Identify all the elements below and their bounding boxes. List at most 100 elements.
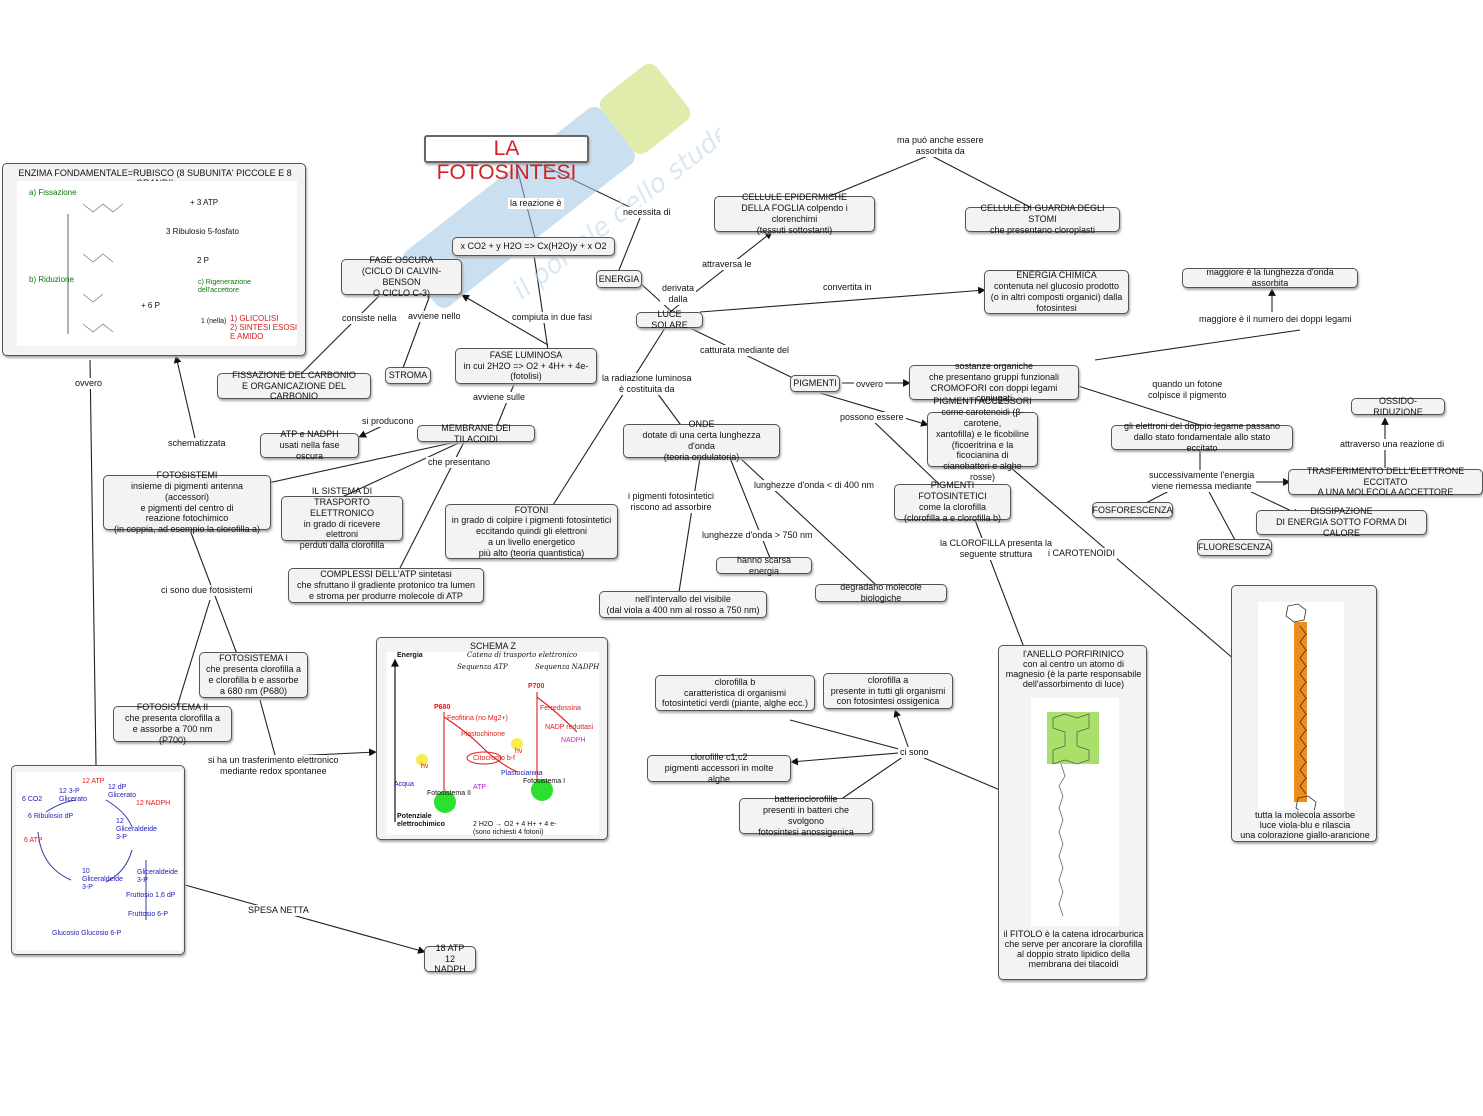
label-spesa: SPESA NETTA — [246, 905, 311, 916]
z-hv1: hν — [421, 763, 428, 771]
label-radiazione: la radiazione luminosa è costituita da — [600, 373, 694, 395]
calvin-molecules — [63, 194, 183, 344]
z-seq-atp: Sequenza ATP — [457, 663, 508, 671]
energia-chimica-node[interactable]: ENERGIA CHIMICA contenuta nel glucosio p… — [984, 270, 1129, 314]
label-consiste: consiste nella — [340, 313, 399, 324]
z-atp: ATP — [473, 784, 486, 792]
fosforescenza-node[interactable]: FOSFORESCENZA — [1092, 502, 1173, 518]
cycle-glucosio: Glucosio Glucosio 6-P — [52, 930, 121, 938]
complessi-atp-node[interactable]: COMPLESSI DELL'ATP sintetasi che sfrutta… — [288, 568, 484, 603]
z-nadph: NADPH — [561, 737, 586, 745]
clorofilla-a-node[interactable]: clorofilla a presente in tutti gli organ… — [823, 673, 953, 709]
cellule-guardia-node[interactable]: CELLULE DI GUARDIA DEGLI STOMI che prese… — [965, 207, 1120, 232]
z-potenziale: Potenziale elettrochimico — [397, 813, 445, 829]
label-ma-puo: ma può anche essere assorbita da — [895, 135, 986, 157]
label-successivamente: successivamente l'energia viene riemessa… — [1147, 470, 1256, 492]
fotoni-node[interactable]: FOTONI in grado di colpire i pigmenti fo… — [445, 504, 618, 559]
luce-solare-node[interactable]: LUCE SOLARE — [636, 312, 703, 328]
label-schematizzata: schematizzata — [166, 438, 228, 449]
label-che-presentano: che presentano — [426, 457, 492, 468]
cycle-fruttosio6: Fruttosio 6-P — [128, 911, 168, 919]
atp-label: + 3 ATP — [190, 198, 218, 207]
ossido-node[interactable]: OSSIDO-RIDUZIONE — [1351, 398, 1445, 415]
z-feofitina: Feofitina (no Mg2+) — [447, 715, 508, 723]
pigmenti-accessori-node[interactable]: PIGMENTI ACCESSORI come carotenoidi (β-c… — [927, 412, 1038, 467]
onde-node[interactable]: ONDE dotate di una certa lunghezza d'ond… — [623, 424, 780, 458]
pigmenti-node[interactable]: PIGMENTI — [790, 375, 840, 392]
fissazione-node[interactable]: FISSAZIONE DEL CARBONIO E ORGANICAZIONE … — [217, 373, 371, 399]
sostanze-node[interactable]: sostanze organiche che presentano gruppi… — [909, 365, 1079, 400]
clorofille-c-node[interactable]: clorofille c1,c2 pigmenti accessori in m… — [647, 755, 791, 782]
elettroni-node[interactable]: gli elettroni del doppio legame passano … — [1111, 425, 1293, 450]
label-maggiore-numero: maggiore è il numero dei doppi legami — [1197, 314, 1354, 325]
label-attraversa: attraversa le — [700, 259, 754, 270]
label-convertita: convertita in — [821, 282, 874, 293]
label-reazione: la reazione è — [508, 198, 564, 209]
label-due-fotosistemi: ci sono due fotosistemi — [159, 585, 255, 596]
label-avviene-sulle: avviene sulle — [471, 392, 527, 403]
pigmenti-fotosintetici-node[interactable]: PIGMENTI FOTOSINTETICI come la clorofill… — [894, 484, 1011, 520]
membrane-node[interactable]: MEMBRANE DEI TILACOIDI — [417, 425, 535, 442]
equation-node[interactable]: x CO2 + y H2O => Cx(H2O)y + x O2 — [452, 237, 615, 256]
chlorophyll-panel: l'ANELLO PORFIRINICO con al centro un at… — [998, 645, 1147, 980]
label-trasferimento-redox: si ha un trasferimento elettronico media… — [206, 755, 341, 777]
degradano-node[interactable]: degradano molecole biologiche — [815, 584, 947, 602]
cycle-nadph12: 12 NADPH — [136, 800, 170, 808]
schema-z-title: SCHEMA Z — [377, 641, 609, 651]
z-seq-nadph: Sequenza NADPH — [535, 663, 599, 671]
clorofilla-b-node[interactable]: clorofilla b caratteristica di organismi… — [655, 675, 815, 711]
cycle-ribulosio: 6 Ribulosio dP — [28, 813, 73, 821]
cycle-atp6: 6 ATP — [24, 837, 43, 845]
nella-label: 1 (nella) — [201, 318, 226, 326]
anello-text: l'ANELLO PORFIRINICO con al centro un at… — [1001, 649, 1146, 689]
fluorescenza-node[interactable]: FLUORESCENZA — [1197, 539, 1272, 556]
label-clorofilla-presenta: la CLOROFILLA presenta la seguente strut… — [938, 538, 1054, 560]
fase-oscura-node[interactable]: FASE OSCURA (CICLO DI CALVIN-BENSON O CI… — [341, 259, 462, 295]
z-energia-label: Energia — [397, 652, 423, 660]
carotene-text: tutta la molecola assorbe luce viola-blu… — [1234, 810, 1376, 840]
trasferimento-node[interactable]: TRASFERIMENTO DELL'ELETTRONE ECCITATO A … — [1288, 469, 1483, 495]
atp-18-node[interactable]: 18 ATP 12 NADPH — [424, 946, 476, 972]
sistema-trasporto-node[interactable]: IL SISTEMA DI TRASPORTO ELETTRONICO in g… — [281, 496, 403, 541]
z-plastocianina: Plastocianina — [501, 770, 543, 778]
schema-z-panel: SCHEMA Z Energia Catena di trasporto ele… — [376, 637, 608, 840]
cycle-glicerato-3p: 12 3-P Glicerato — [59, 788, 87, 804]
energia-node[interactable]: ENERGIA — [596, 270, 642, 288]
label-ovvero-2: ovvero — [73, 378, 104, 389]
label-compiuta: compiuta in due fasi — [510, 312, 594, 323]
batterioclorofille-node[interactable]: batterioclorofille presenti in batteri c… — [739, 798, 873, 834]
z-subtitle: Catena di trasporto elettronico — [467, 651, 577, 659]
label-necessita: necessita di — [621, 207, 673, 218]
dissipazione-node[interactable]: DISSIPAZIONE DI ENERGIA SOTTO FORMA DI C… — [1256, 510, 1427, 535]
cycle-fruttosio16: Fruttosio 1,6 dP — [126, 892, 175, 900]
carotene-molecule — [1258, 602, 1344, 810]
label-possono: possono essere — [838, 412, 906, 423]
stroma-node[interactable]: STROMA — [385, 367, 431, 384]
label-quando: quando un fotone colpisce il pigmento — [1146, 379, 1229, 401]
z-fs2: Fotosistema II — [427, 790, 471, 798]
z-fs1: Fotosistema I — [523, 778, 565, 786]
z-plastochinone: Plastochinone — [461, 731, 505, 739]
cycle-gliceraldeide2: Gliceraldeide 3-P — [137, 869, 178, 885]
cellule-epidermiche-node[interactable]: CELLULE EPIDERMICHE DELLA FOGLIA colpend… — [714, 196, 875, 232]
fotosistema-1-node[interactable]: FOTOSISTEMA I che presenta clorofilla a … — [199, 652, 308, 698]
z-nadp-red: NADP reduttasi — [545, 724, 593, 732]
label-ci-sono: ci sono — [898, 747, 931, 758]
z-acqua: Acqua — [394, 781, 414, 789]
scarsa-energia-node[interactable]: hanno scarsa energia — [716, 557, 812, 574]
lunghezza-onda-node[interactable]: maggiore è la lunghezza d'onda assorbita — [1182, 268, 1358, 288]
atp-nadph-node[interactable]: ATP e NADPH usati nella fase oscura — [260, 433, 359, 458]
label-lunghezze-400: lunghezze d'onda < di 400 nm — [752, 480, 876, 491]
chlorophyll-molecule — [1031, 698, 1119, 926]
calvin-cycle-panel: ENZIMA FONDAMENTALE=RUBISCO (8 SUBUNITA'… — [2, 163, 306, 356]
z-hv2: hν — [515, 748, 522, 756]
z-p680: P680 — [434, 704, 450, 712]
label-si-producono: si producono — [360, 416, 416, 427]
fitolo-text: il FITOLO è la catena idrocarburica che … — [1001, 929, 1146, 969]
visibile-node[interactable]: nell'intervallo del visibile (dal viola … — [599, 591, 767, 618]
cycle-gliceraldeide10: 10 Gliceraldeide 3-P — [82, 868, 123, 892]
fase-luminosa-node[interactable]: FASE LUMINOSA in cui 2H2O => O2 + 4H+ + … — [455, 348, 597, 384]
z-p700: P700 — [528, 683, 544, 691]
fotosistema-2-node[interactable]: FOTOSISTEMA II che presenta clorofilla a… — [113, 706, 232, 742]
fotosistemi-node[interactable]: FOTOSISTEMI insieme di pigmenti antenna … — [103, 475, 271, 530]
